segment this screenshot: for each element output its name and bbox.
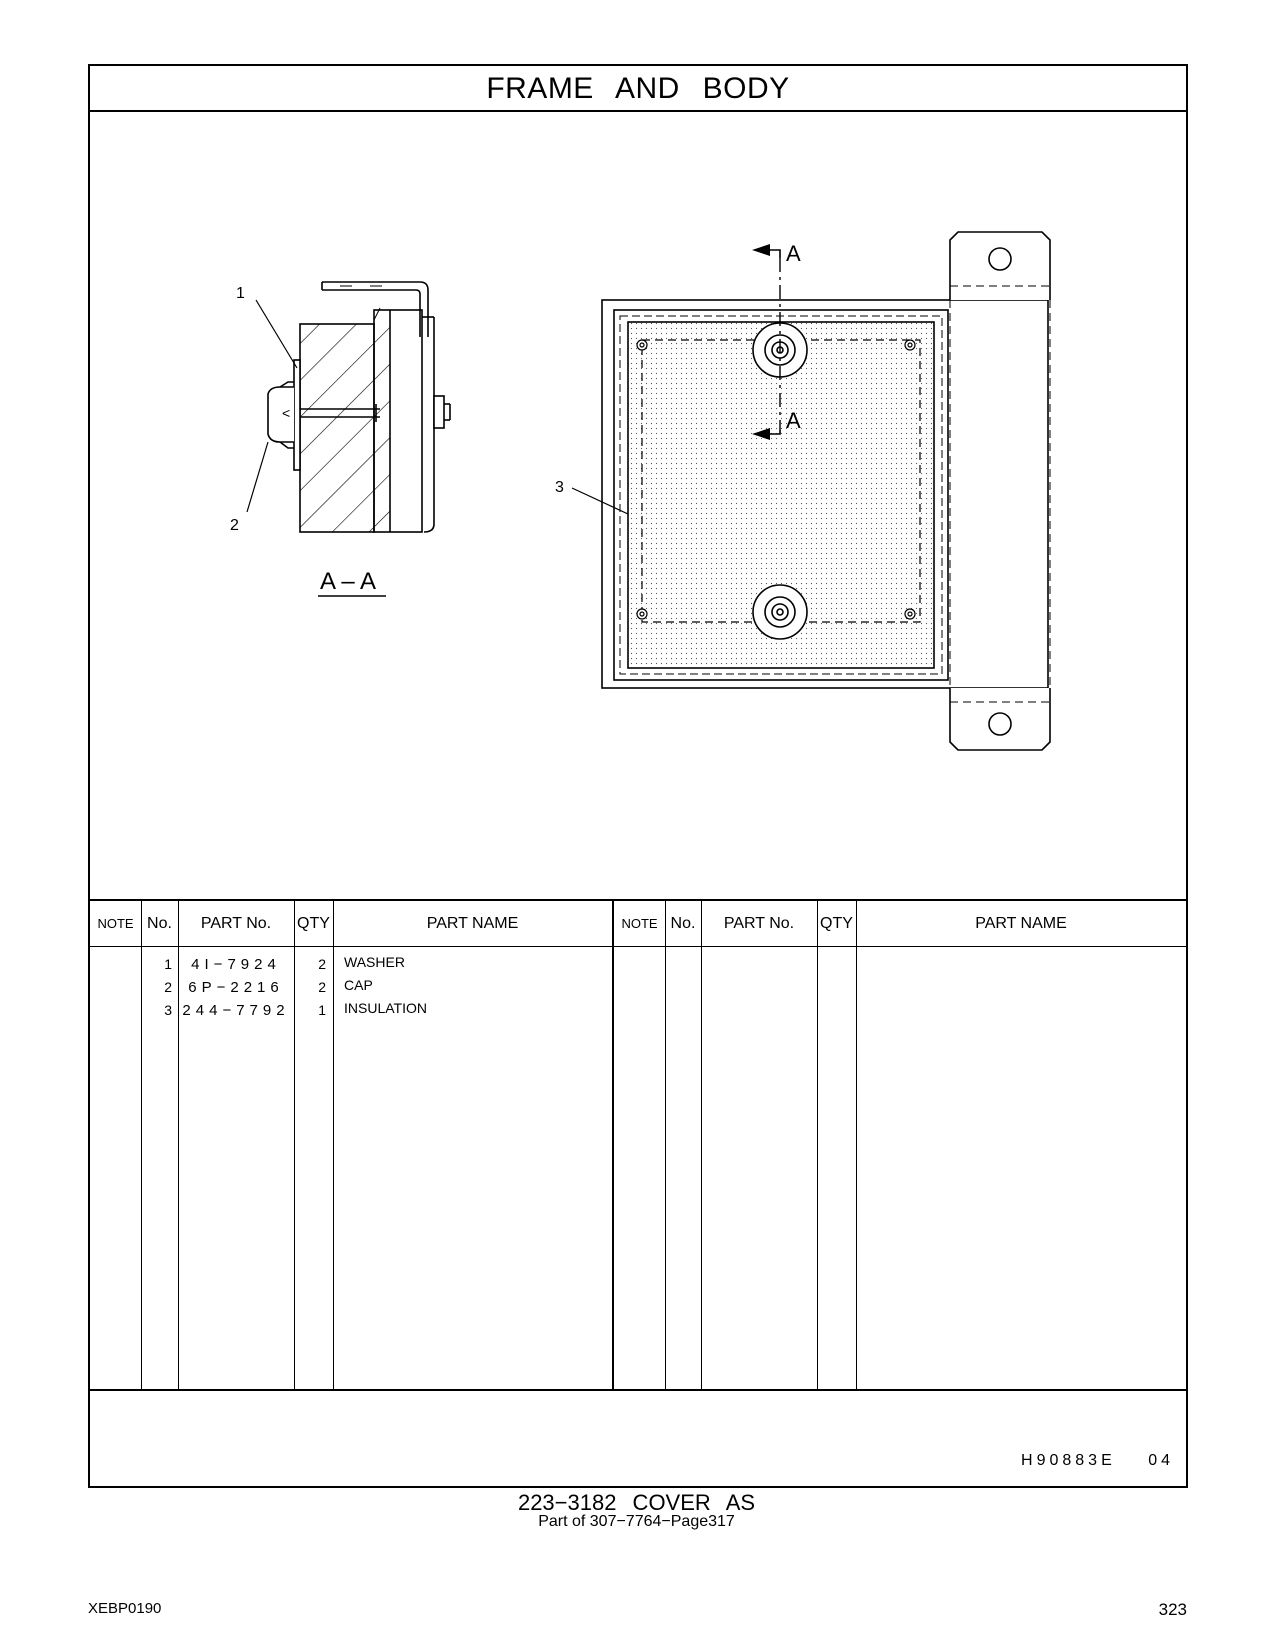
header-divider	[90, 946, 1186, 947]
page-frame: FRAME AND BODY	[88, 64, 1188, 1488]
col-qty-left	[294, 901, 334, 1389]
assembly-title: 223−3182 COVER AS	[517, 1490, 756, 1515]
row-1-no: 1	[164, 956, 172, 972]
section-marker-bottom: A	[786, 408, 801, 433]
col-qty-right	[817, 901, 857, 1389]
col-note-left	[90, 901, 142, 1389]
row-1-part-no: 4I−7924	[191, 956, 281, 973]
header-qty: QTY	[820, 914, 853, 932]
svg-text:<: <	[282, 405, 290, 421]
header-part-name: PART NAME	[975, 914, 1067, 932]
col-note-right	[614, 901, 666, 1389]
title-bar: FRAME AND BODY	[90, 66, 1186, 112]
page-number: 323	[1158, 1600, 1187, 1619]
row-2-qty: 2	[318, 979, 326, 995]
callout-3: 3	[555, 479, 564, 496]
callout-1: 1	[236, 285, 245, 302]
row-1-qty: 2	[318, 956, 326, 972]
front-view	[571, 231, 1051, 751]
section-arrow-top	[752, 244, 770, 256]
section-view: <	[246, 281, 451, 533]
callout-2: 2	[230, 517, 239, 534]
row-3-qty: 1	[318, 1002, 326, 1018]
header-part-no: PART No.	[723, 914, 795, 932]
header-no: No.	[670, 914, 696, 932]
col-no-right	[665, 901, 702, 1389]
document-id: XEBP0190	[88, 1600, 162, 1617]
header-qty: QTY	[297, 914, 330, 932]
parts-table: NOTE No. PART No. QTY PART NAME NOTE No.…	[90, 899, 1186, 1391]
row-3-part-no: 244−7792	[182, 1002, 290, 1019]
header-part-no: PART No.	[200, 914, 272, 932]
row-2-no: 2	[164, 979, 172, 995]
assembly-reference: Part of 307−7764−Page317	[538, 1513, 735, 1530]
col-partno-right	[701, 901, 818, 1389]
header-no: No.	[147, 914, 172, 932]
header-note: NOTE	[621, 916, 658, 931]
row-2-part-no: 6P−2216	[188, 979, 284, 996]
section-view-label: A – A	[320, 568, 376, 595]
row-2-part-name: CAP	[344, 977, 373, 993]
header-note: NOTE	[97, 916, 134, 931]
row-3-part-name: INSULATION	[344, 1000, 427, 1016]
col-partno-left	[178, 901, 295, 1389]
row-1-part-name: WASHER	[344, 954, 405, 970]
section-marker-top: A	[786, 241, 801, 266]
drawing-code: H90883E 04	[1021, 1452, 1174, 1469]
header-part-name: PART NAME	[426, 914, 519, 932]
row-3-no: 3	[164, 1002, 172, 1018]
page-title: FRAME AND BODY	[486, 72, 790, 105]
col-no-left	[141, 901, 179, 1389]
parts-illustration: < 1 2 A – A	[90, 112, 1186, 906]
col-partname-right	[856, 901, 1186, 1389]
section-arrow-bottom	[752, 428, 770, 440]
col-partname-left	[333, 901, 614, 1389]
